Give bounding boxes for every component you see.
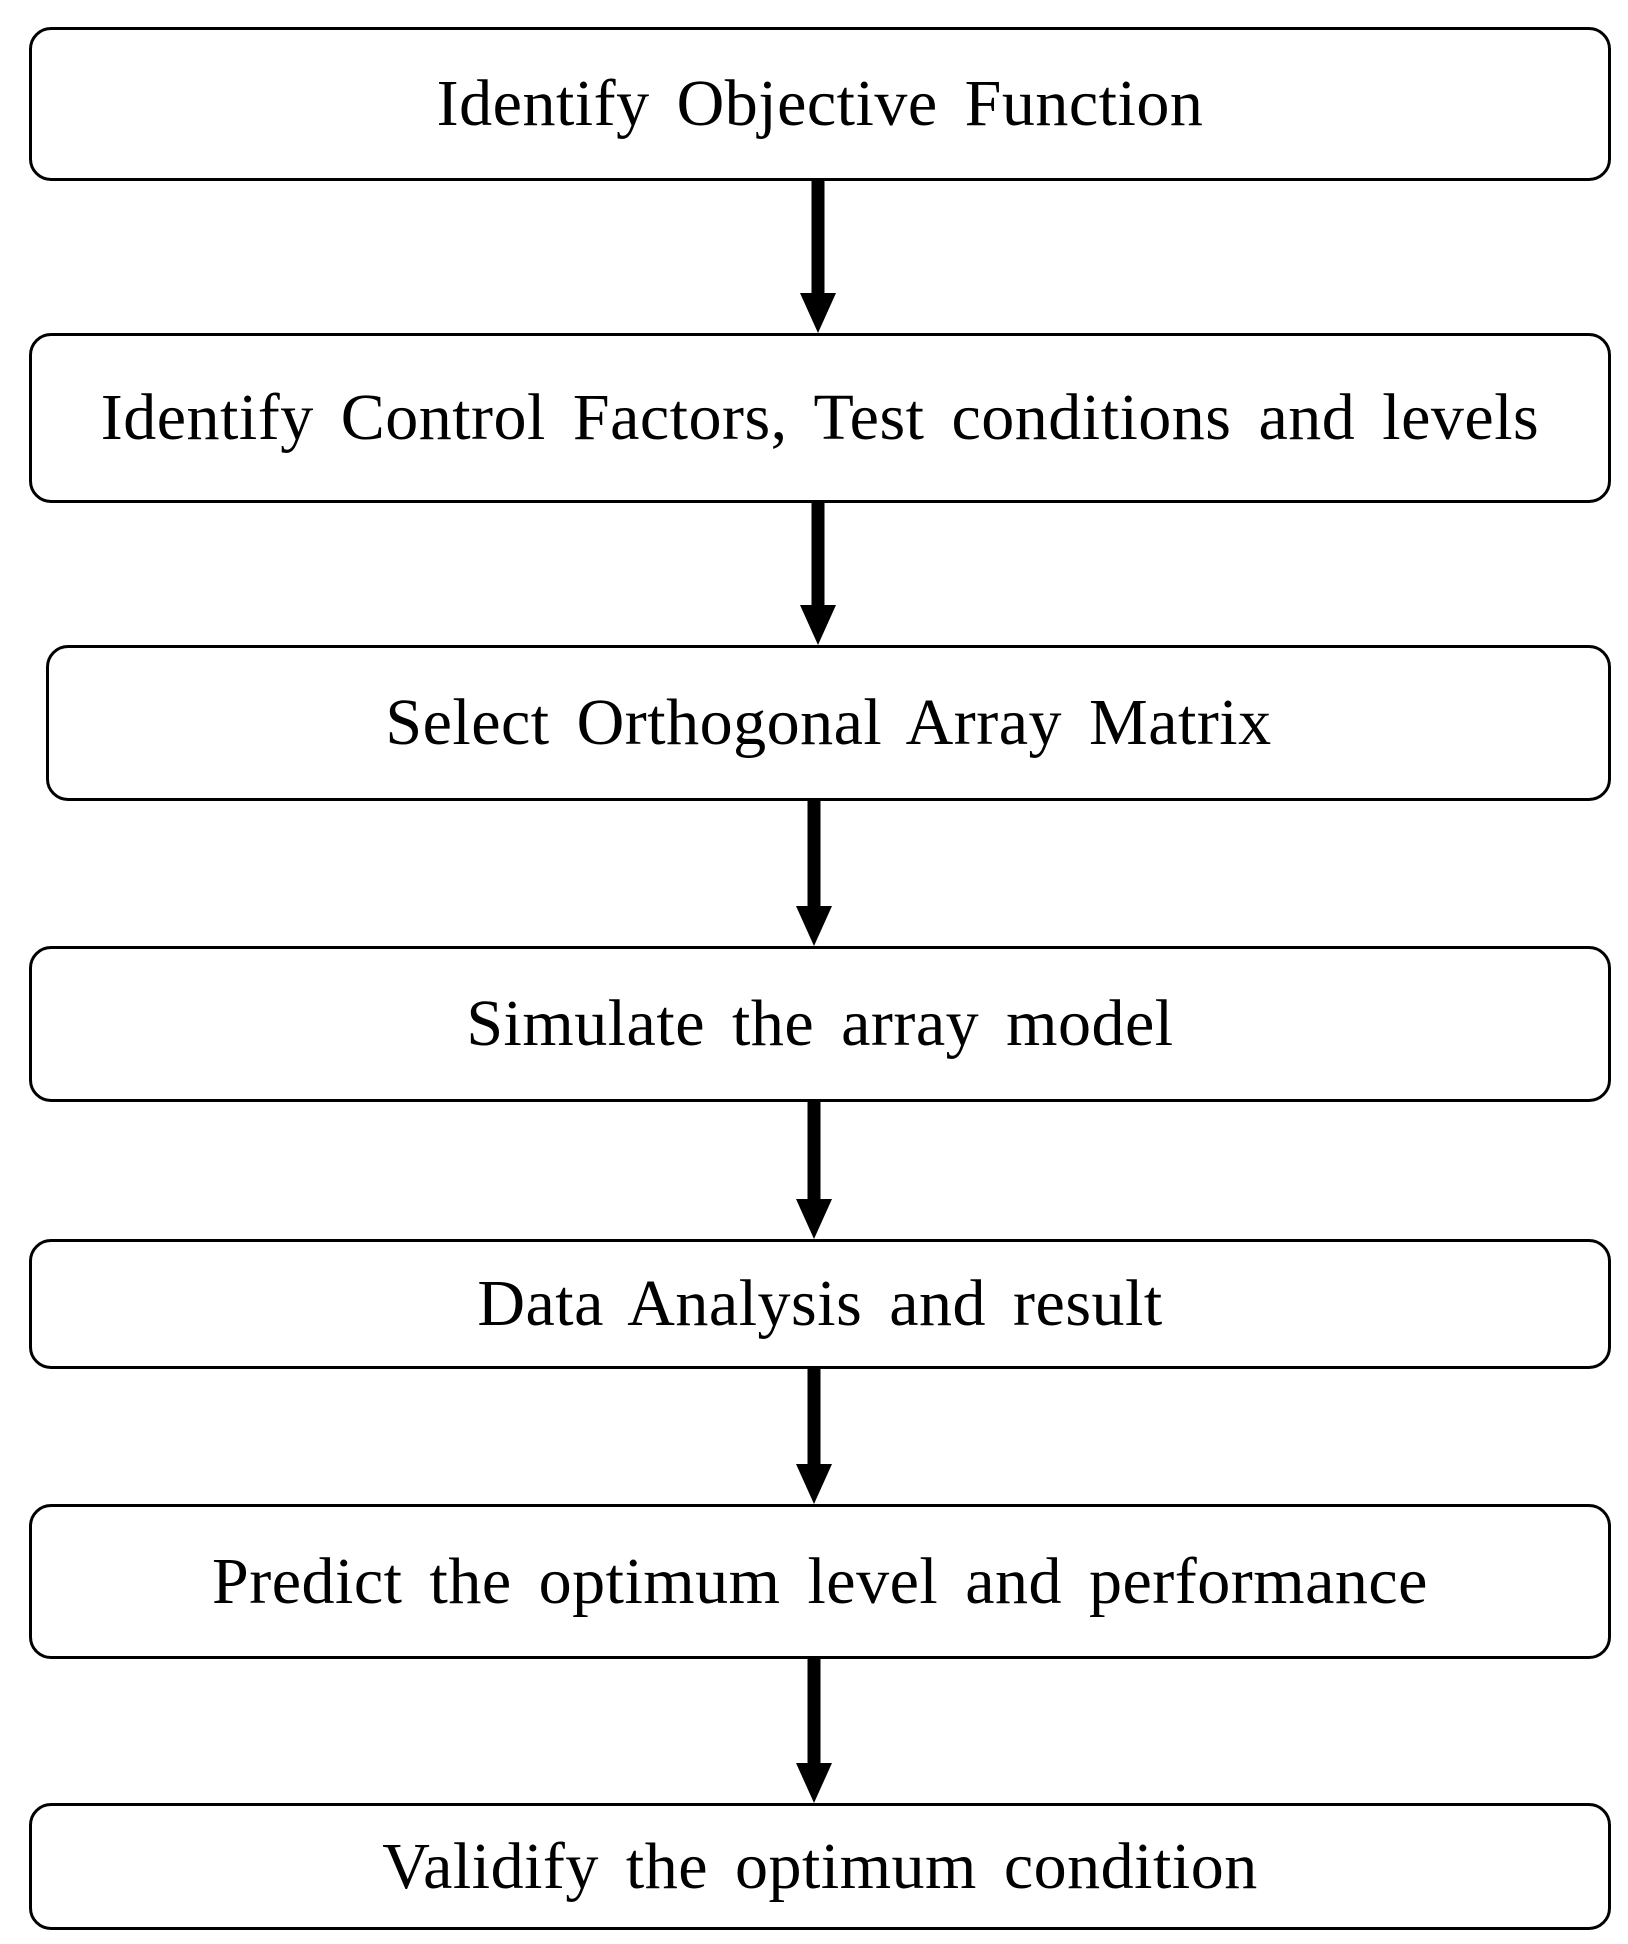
arrow-3-to-4 xyxy=(796,801,832,946)
step-predict-optimum: Predict the optimum level and performanc… xyxy=(29,1504,1611,1659)
step-data-analysis: Data Analysis and result xyxy=(29,1239,1611,1369)
arrow-6-to-7 xyxy=(796,1659,832,1803)
step-label: Data Analysis and result xyxy=(477,1267,1163,1340)
step-label: Select Orthogonal Array Matrix xyxy=(385,686,1272,759)
step-label: Validify the optimum condition xyxy=(382,1829,1258,1903)
arrow-2-to-3 xyxy=(800,503,836,645)
step-label: Identify Objective Function xyxy=(436,67,1204,140)
arrow-5-to-6 xyxy=(796,1369,832,1504)
step-validify-optimum: Validify the optimum condition xyxy=(29,1803,1611,1930)
step-select-orthogonal-array: Select Orthogonal Array Matrix xyxy=(46,645,1611,801)
step-label: Predict the optimum level and performanc… xyxy=(212,1544,1428,1618)
arrow-1-to-2 xyxy=(800,181,836,333)
step-label: Simulate the array model xyxy=(466,987,1174,1060)
step-label: Identify Control Factors, Test condition… xyxy=(100,381,1540,454)
step-simulate-array-model: Simulate the array model xyxy=(29,946,1611,1102)
step-identify-objective-function: Identify Objective Function xyxy=(29,27,1611,181)
step-identify-control-factors: Identify Control Factors, Test condition… xyxy=(29,333,1611,503)
arrow-4-to-5 xyxy=(796,1102,832,1239)
